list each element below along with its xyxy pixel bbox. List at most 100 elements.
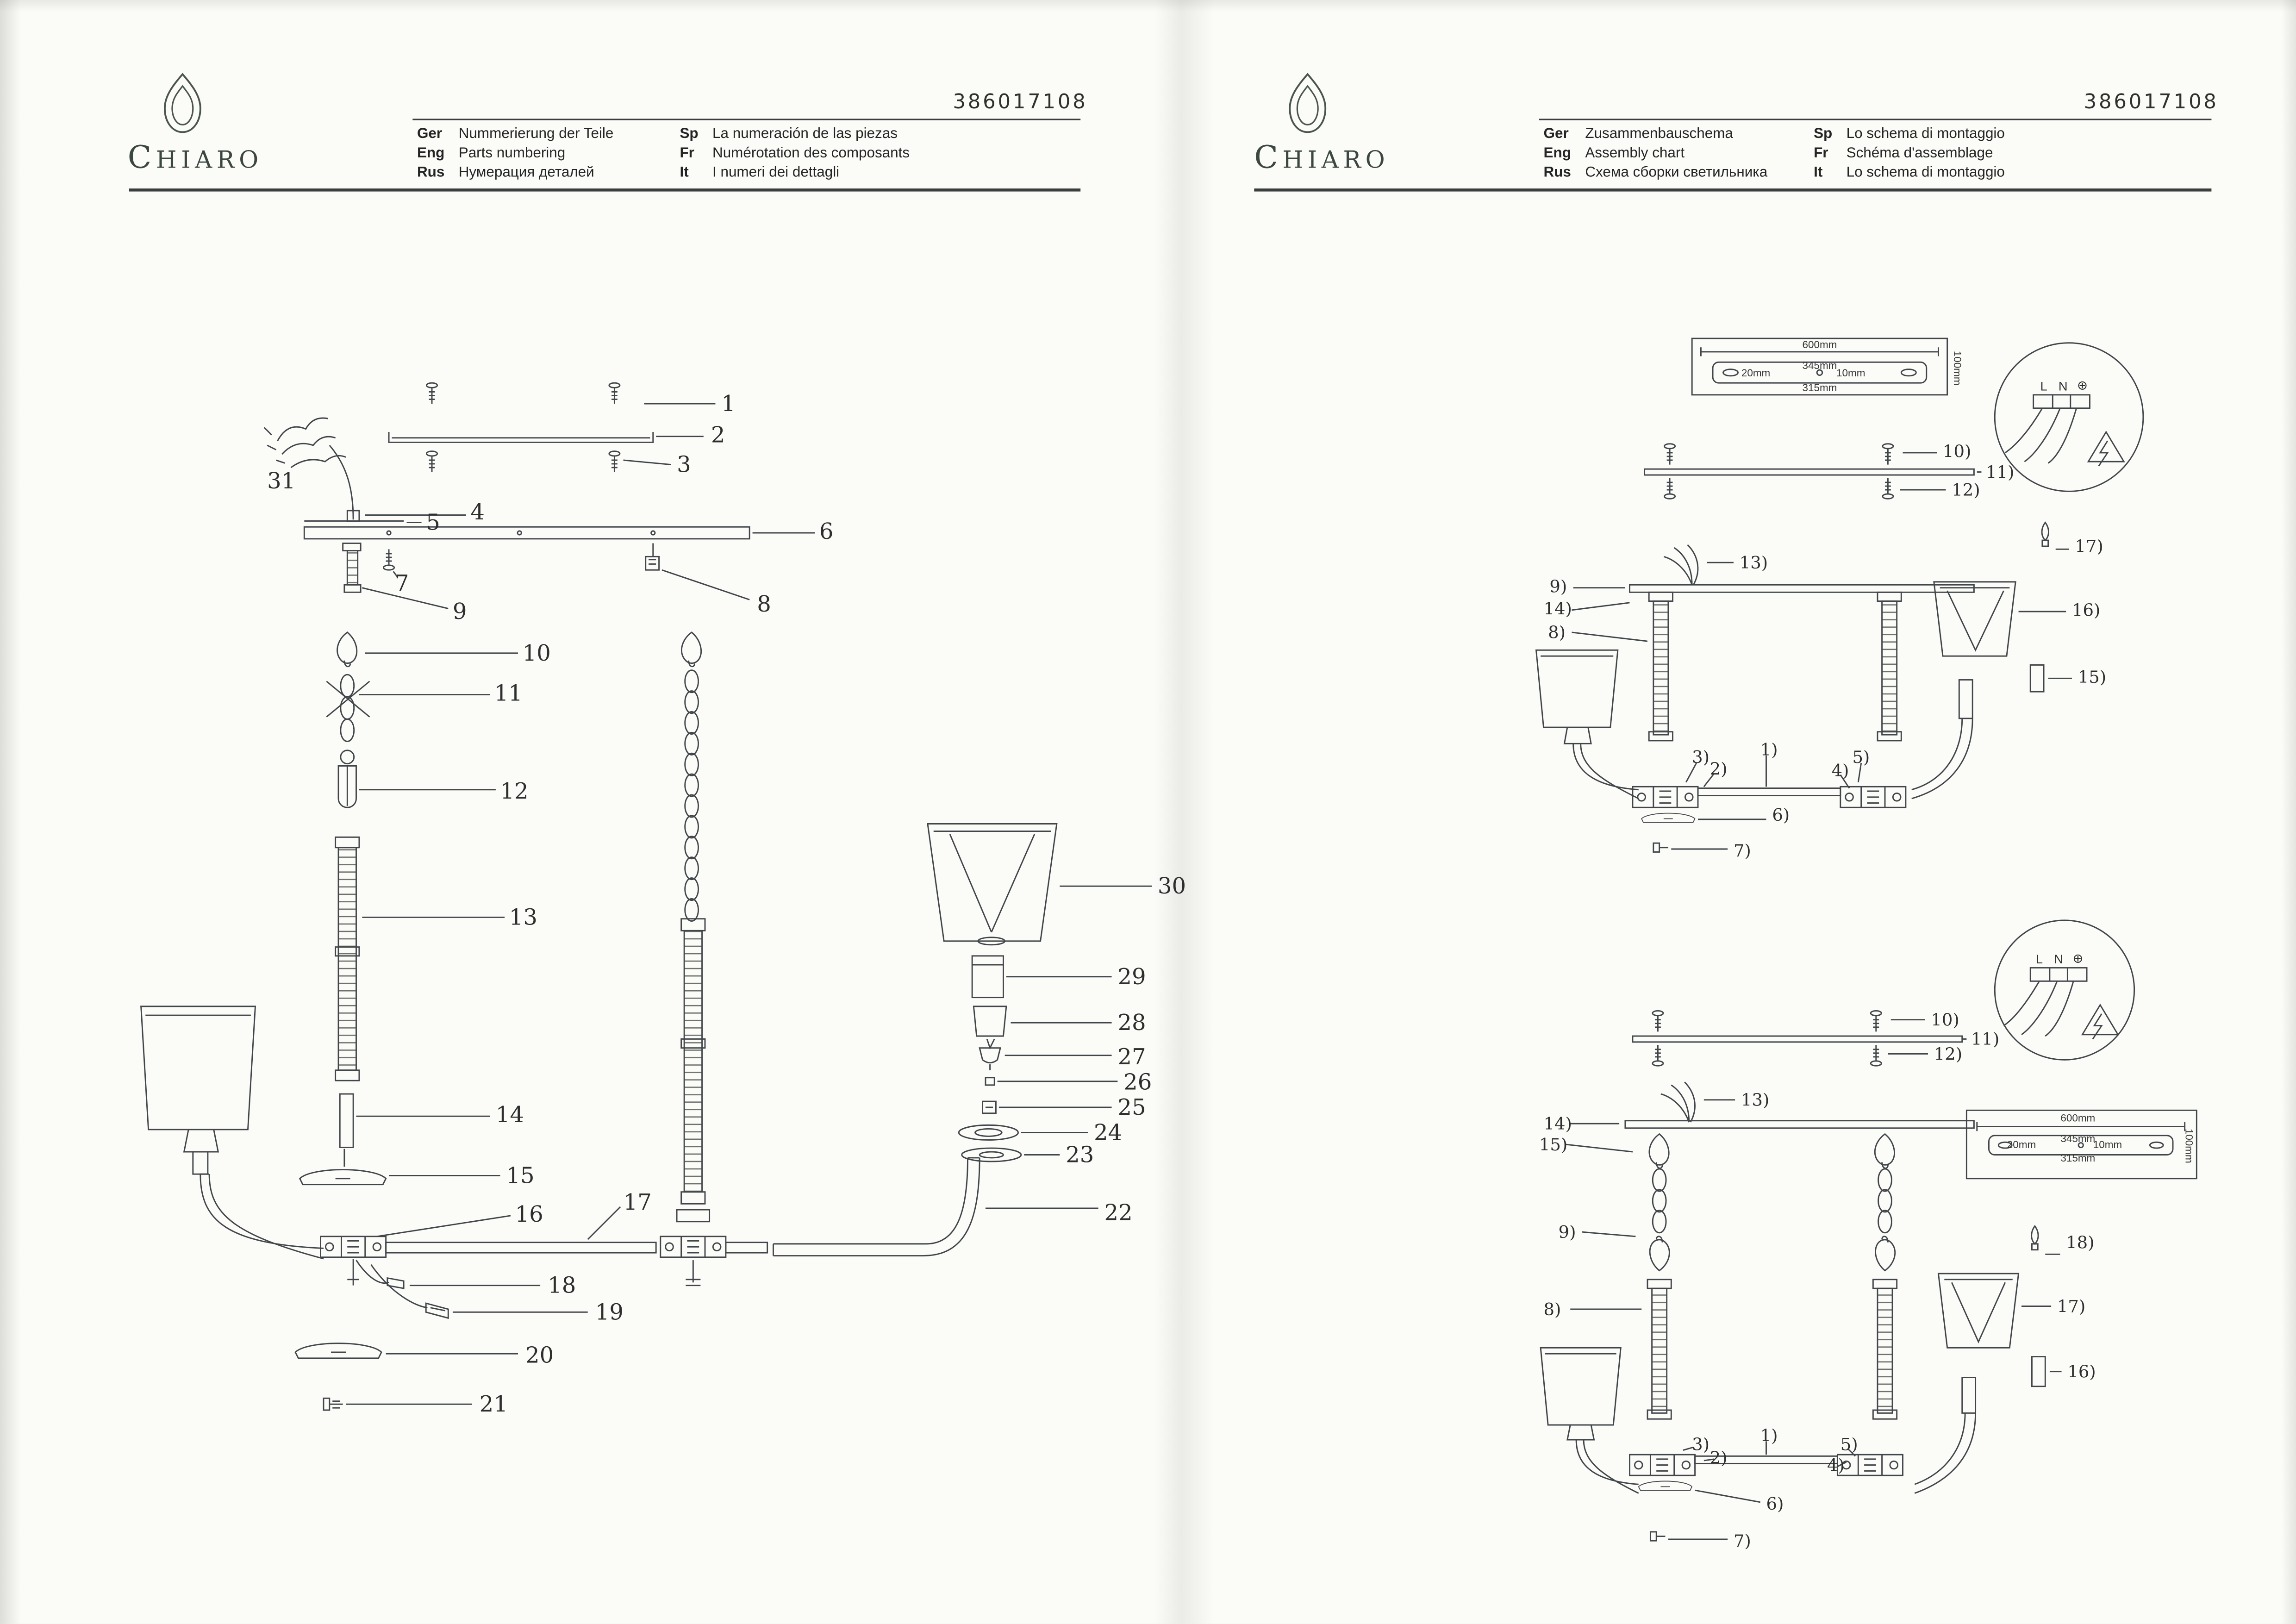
dim-100mm: 100mm (2182, 1128, 2193, 1163)
part-label-5: 5 (426, 509, 440, 536)
dim-345mm: 345mm (2060, 1135, 2096, 1145)
part-label-19: 19 (595, 1299, 624, 1326)
callout-bot-16: 16) (2067, 1361, 2096, 1382)
part-label-9: 9 (452, 598, 467, 625)
callout-top-16: 16) (2071, 600, 2101, 621)
part-label-15: 15 (506, 1162, 535, 1189)
lang-text: Zusammenbauschema (1585, 126, 1733, 143)
callout-top-12: 12) (1952, 479, 1980, 500)
callout-bot-10: 10) (1931, 1009, 1959, 1031)
wire-label-earth: ⊕ (2077, 378, 2088, 393)
part-label-7: 7 (394, 570, 409, 597)
article-code-right: 386017108 (2084, 90, 2219, 114)
lang-tag: Rus (417, 165, 445, 182)
callout-bot-2: 2) (1710, 1447, 1728, 1468)
part-label-6: 6 (819, 518, 834, 545)
header-rule-top-left (412, 119, 1081, 120)
lang-text: Нумерация деталей (458, 165, 594, 182)
callout-top-15: 15) (2078, 666, 2107, 687)
chiaro-logo-icon (1289, 73, 1327, 133)
lang-tag: Fr (680, 145, 694, 162)
dim-20mm: 20mm (2007, 1141, 2036, 1151)
part-label-24: 24 (1094, 1119, 1123, 1146)
dim-315mm: 315mm (2060, 1154, 2096, 1165)
part-label-31: 31 (267, 467, 296, 494)
lang-text: Lo schema di montaggio (1846, 165, 2005, 182)
callout-bot-12: 12) (1934, 1043, 1963, 1064)
callout-top-1: 1) (1760, 739, 1778, 760)
callout-bot-7: 7) (1733, 1530, 1751, 1551)
lang-tag: Eng (1543, 145, 1571, 162)
part-label-12: 12 (500, 778, 529, 805)
callout-top-7: 7) (1733, 840, 1751, 861)
callout-bot-4: 4) (1827, 1455, 1845, 1476)
lang-row: Rus Нумерация деталей (417, 164, 613, 183)
callout-bot-8: 8) (1543, 1299, 1561, 1320)
part-label-10: 10 (522, 639, 551, 667)
part-label-3: 3 (677, 451, 691, 478)
assembly-diagram-bottom (1540, 919, 2197, 1542)
lang-tag: Sp (1814, 126, 1833, 143)
dim-600mm: 600mm (2060, 1114, 2096, 1124)
lang-text: Nummerierung der Teile (458, 126, 614, 143)
callout-top-11: 11) (1986, 462, 2015, 483)
callout-bot-9: 9) (1558, 1221, 1576, 1243)
callout-bot-3: 3) (1692, 1434, 1710, 1455)
lang-tag: Sp (680, 126, 699, 143)
wire-label-N: N (2054, 951, 2063, 967)
part-label-8: 8 (757, 591, 771, 618)
callout-top-14: 14) (1543, 598, 1572, 619)
dim-20mm: 20mm (1741, 369, 1771, 380)
part-label-16: 16 (515, 1200, 543, 1228)
right-language-column-1: Ger Zusammenbauschema Eng Assembly chart R… (1544, 125, 1768, 183)
part-label-21: 21 (479, 1391, 508, 1418)
lang-row: Sp Lo schema di montaggio (1814, 125, 2005, 144)
callout-bot-17: 17) (2057, 1296, 2086, 1317)
part-label-13: 13 (509, 904, 537, 931)
part-label-30: 30 (1157, 873, 1186, 900)
wire-label-L: L (2035, 951, 2043, 967)
callout-bot-5: 5) (1840, 1434, 1858, 1455)
part-label-20: 20 (525, 1342, 554, 1369)
page-fold (1154, 0, 1214, 1624)
wire-label-N: N (2058, 378, 2068, 394)
wire-label-L: L (2040, 378, 2047, 394)
callout-top-8: 8) (1548, 622, 1566, 643)
lang-row: Eng Assembly chart (1544, 144, 1768, 164)
callout-top-3: 3) (1692, 746, 1710, 768)
lang-tag: Eng (417, 145, 445, 162)
callout-bot-6: 6) (1766, 1493, 1784, 1514)
header-rule-bottom-left (129, 188, 1081, 191)
page-edge-top (0, 0, 2296, 12)
dim-315mm: 315mm (1802, 383, 1837, 394)
lang-tag: Ger (1543, 126, 1569, 143)
dim-345mm: 345mm (1802, 361, 1837, 372)
article-code-left: 386017108 (953, 90, 1088, 114)
part-label-26: 26 (1123, 1068, 1152, 1096)
brand-wordmark-left: CHIARO (127, 139, 263, 175)
lang-text: Assembly chart (1585, 145, 1685, 162)
lang-text: Lo schema di montaggio (1846, 126, 2005, 143)
page-edge-left (0, 0, 21, 1624)
lang-text: Schéma d'assemblage (1846, 145, 1993, 162)
callout-bot-15: 15) (1539, 1134, 1568, 1155)
part-label-14: 14 (495, 1101, 524, 1128)
dim-10mm: 10mm (1836, 369, 1866, 380)
part-label-11: 11 (494, 680, 523, 707)
part-label-17: 17 (623, 1189, 652, 1216)
callout-bot-13: 13) (1741, 1089, 1770, 1111)
callout-bot-1: 1) (1760, 1425, 1778, 1446)
page-edge-right (2281, 0, 2296, 1624)
callout-bot-14: 14) (1543, 1113, 1572, 1134)
part-label-25: 25 (1117, 1094, 1146, 1121)
